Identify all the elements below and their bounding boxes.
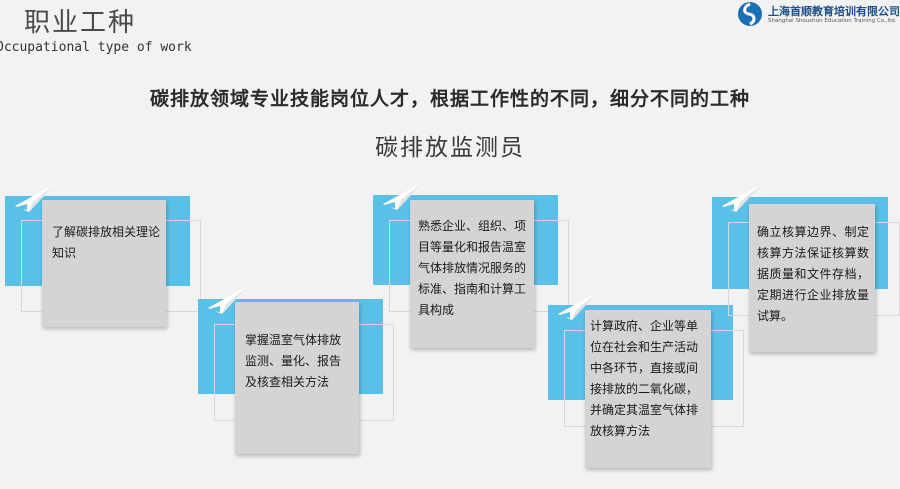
- paper-plane-icon: [556, 292, 598, 320]
- paper-plane-icon: [381, 182, 423, 210]
- card-standards: 熟悉企业、组织、项目等量化和报告温室气体排放情况服务的标准、指南和计算工具构成: [373, 180, 573, 350]
- paper-plane-icon: [720, 184, 762, 212]
- role-title: 碳排放监测员: [375, 135, 525, 161]
- paper-plane-icon: [206, 286, 248, 314]
- card-text: 确立核算边界、制定核算方法保证核算数据质量和文件存档，定期进行企业排放量试算。: [757, 225, 869, 323]
- card-calculation: 计算政府、企业等单位在社会和生产活动中各环节，直接或间接排放的二氧化碳，并确定其…: [548, 290, 748, 470]
- logo-company-name: 上海首顺教育培训有限公司: [768, 5, 900, 18]
- page-subtitle: Occupational type of work: [0, 40, 192, 55]
- card-text: 了解碳排放相关理论知识: [52, 225, 161, 260]
- paper-plane-icon: [13, 184, 55, 212]
- headline: 碳排放领域专业技能岗位人才，根据工作性的不同，细分不同的工种: [149, 88, 750, 110]
- card-text: 熟悉企业、组织、项目等量化和报告温室气体排放情况服务的标准、指南和计算工具构成: [418, 219, 527, 317]
- company-logo: 上海首顺教育培训有限公司 Shanghai Shoushun Education…: [737, 1, 900, 31]
- logo-icon: [738, 2, 762, 26]
- card-boundary: 确立核算边界、制定核算方法保证核算数据质量和文件存档，定期进行企业排放量试算。: [712, 182, 900, 352]
- logo-company-name-en: Shanghai Shoushun Education Training Co.…: [768, 18, 897, 24]
- card-theory: 了解碳排放相关理论知识: [5, 182, 201, 332]
- card-methods: 掌握温室气体排放监测、量化、报告及核查相关方法: [198, 284, 398, 459]
- card-text: 计算政府、企业等单位在社会和生产活动中各环节，直接或间接排放的二氧化碳，并确定其…: [590, 319, 699, 438]
- page-title: 职业工种: [24, 8, 137, 38]
- card-text: 掌握温室气体排放监测、量化、报告及核查相关方法: [245, 333, 342, 389]
